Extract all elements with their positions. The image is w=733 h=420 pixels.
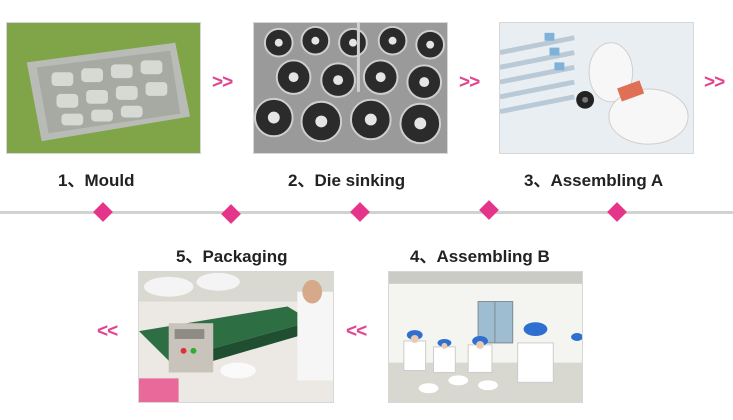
timeline-marker-4: [479, 200, 499, 220]
assembling-b-photo: [388, 271, 583, 403]
backward-arrow-2: <<: [346, 321, 367, 342]
timeline-marker-3: [350, 202, 370, 222]
step-label-4: 4、Assembling B: [410, 247, 550, 266]
timeline-marker-2: [221, 204, 241, 224]
die-sinking-photo: [253, 22, 448, 154]
step-label-3: 3、Assembling A: [524, 171, 664, 190]
forward-arrow-2: >>: [459, 72, 480, 93]
step-label-2: 2、Die sinking: [288, 171, 406, 190]
step-label-5: 5、Packaging: [176, 247, 288, 266]
timeline-marker-1: [93, 202, 113, 222]
forward-arrow-3: >>: [704, 72, 725, 93]
forward-arrow-1: >>: [212, 72, 233, 93]
timeline-marker-5: [607, 202, 627, 222]
backward-arrow-1: <<: [97, 321, 118, 342]
step-label-1: 1、Mould: [58, 171, 135, 190]
assembling-a-photo: [499, 22, 694, 154]
mould-photo: [6, 22, 201, 154]
packaging-photo: [138, 271, 334, 403]
